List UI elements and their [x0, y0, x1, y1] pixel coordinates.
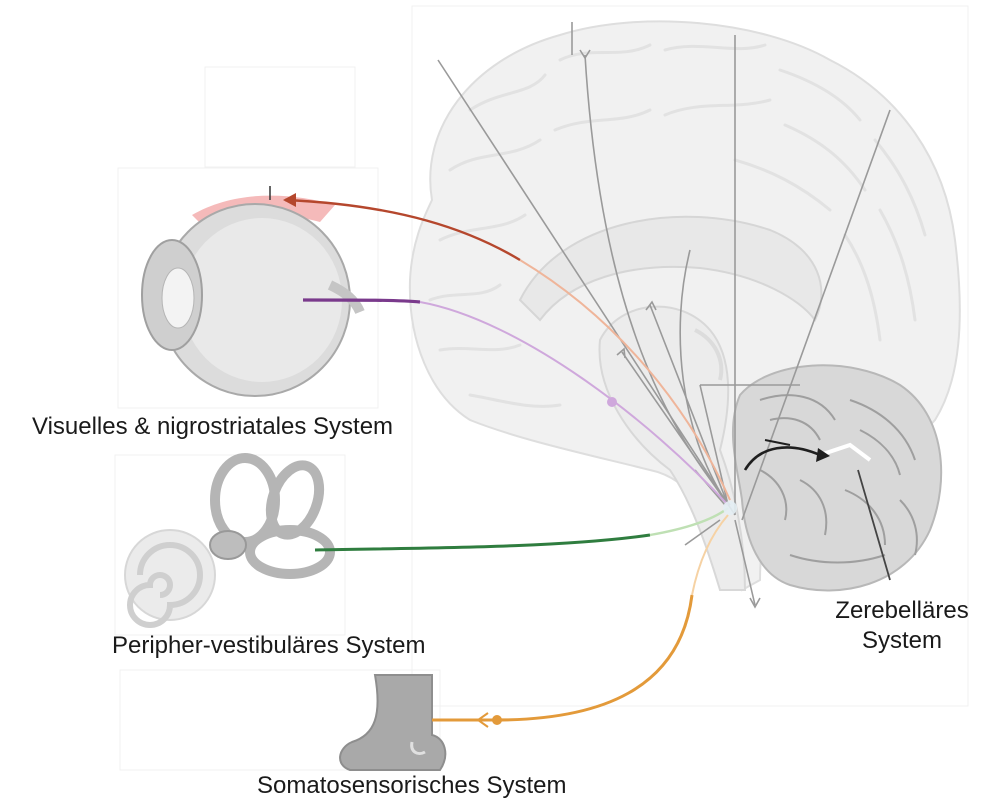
vestibular-system-label: Peripher-vestibuläres System — [112, 631, 425, 661]
visual-system-label: Visuelles & nigrostriatales System — [32, 412, 393, 442]
cerebellar-label-line-2: System — [812, 626, 992, 656]
inner-ear-icon — [125, 458, 330, 625]
cerebellar-system-label: Zerebelläres System — [812, 596, 992, 656]
cerebellum-icon — [733, 365, 941, 590]
foot-icon — [340, 675, 445, 770]
eye-icon — [142, 196, 360, 396]
convergence-node — [723, 501, 737, 515]
cerebellar-label-line-1: Zerebelläres — [812, 596, 992, 626]
somatosensory-system-label: Somatosensorisches System — [257, 771, 566, 801]
vestibular-pathway — [315, 508, 728, 550]
